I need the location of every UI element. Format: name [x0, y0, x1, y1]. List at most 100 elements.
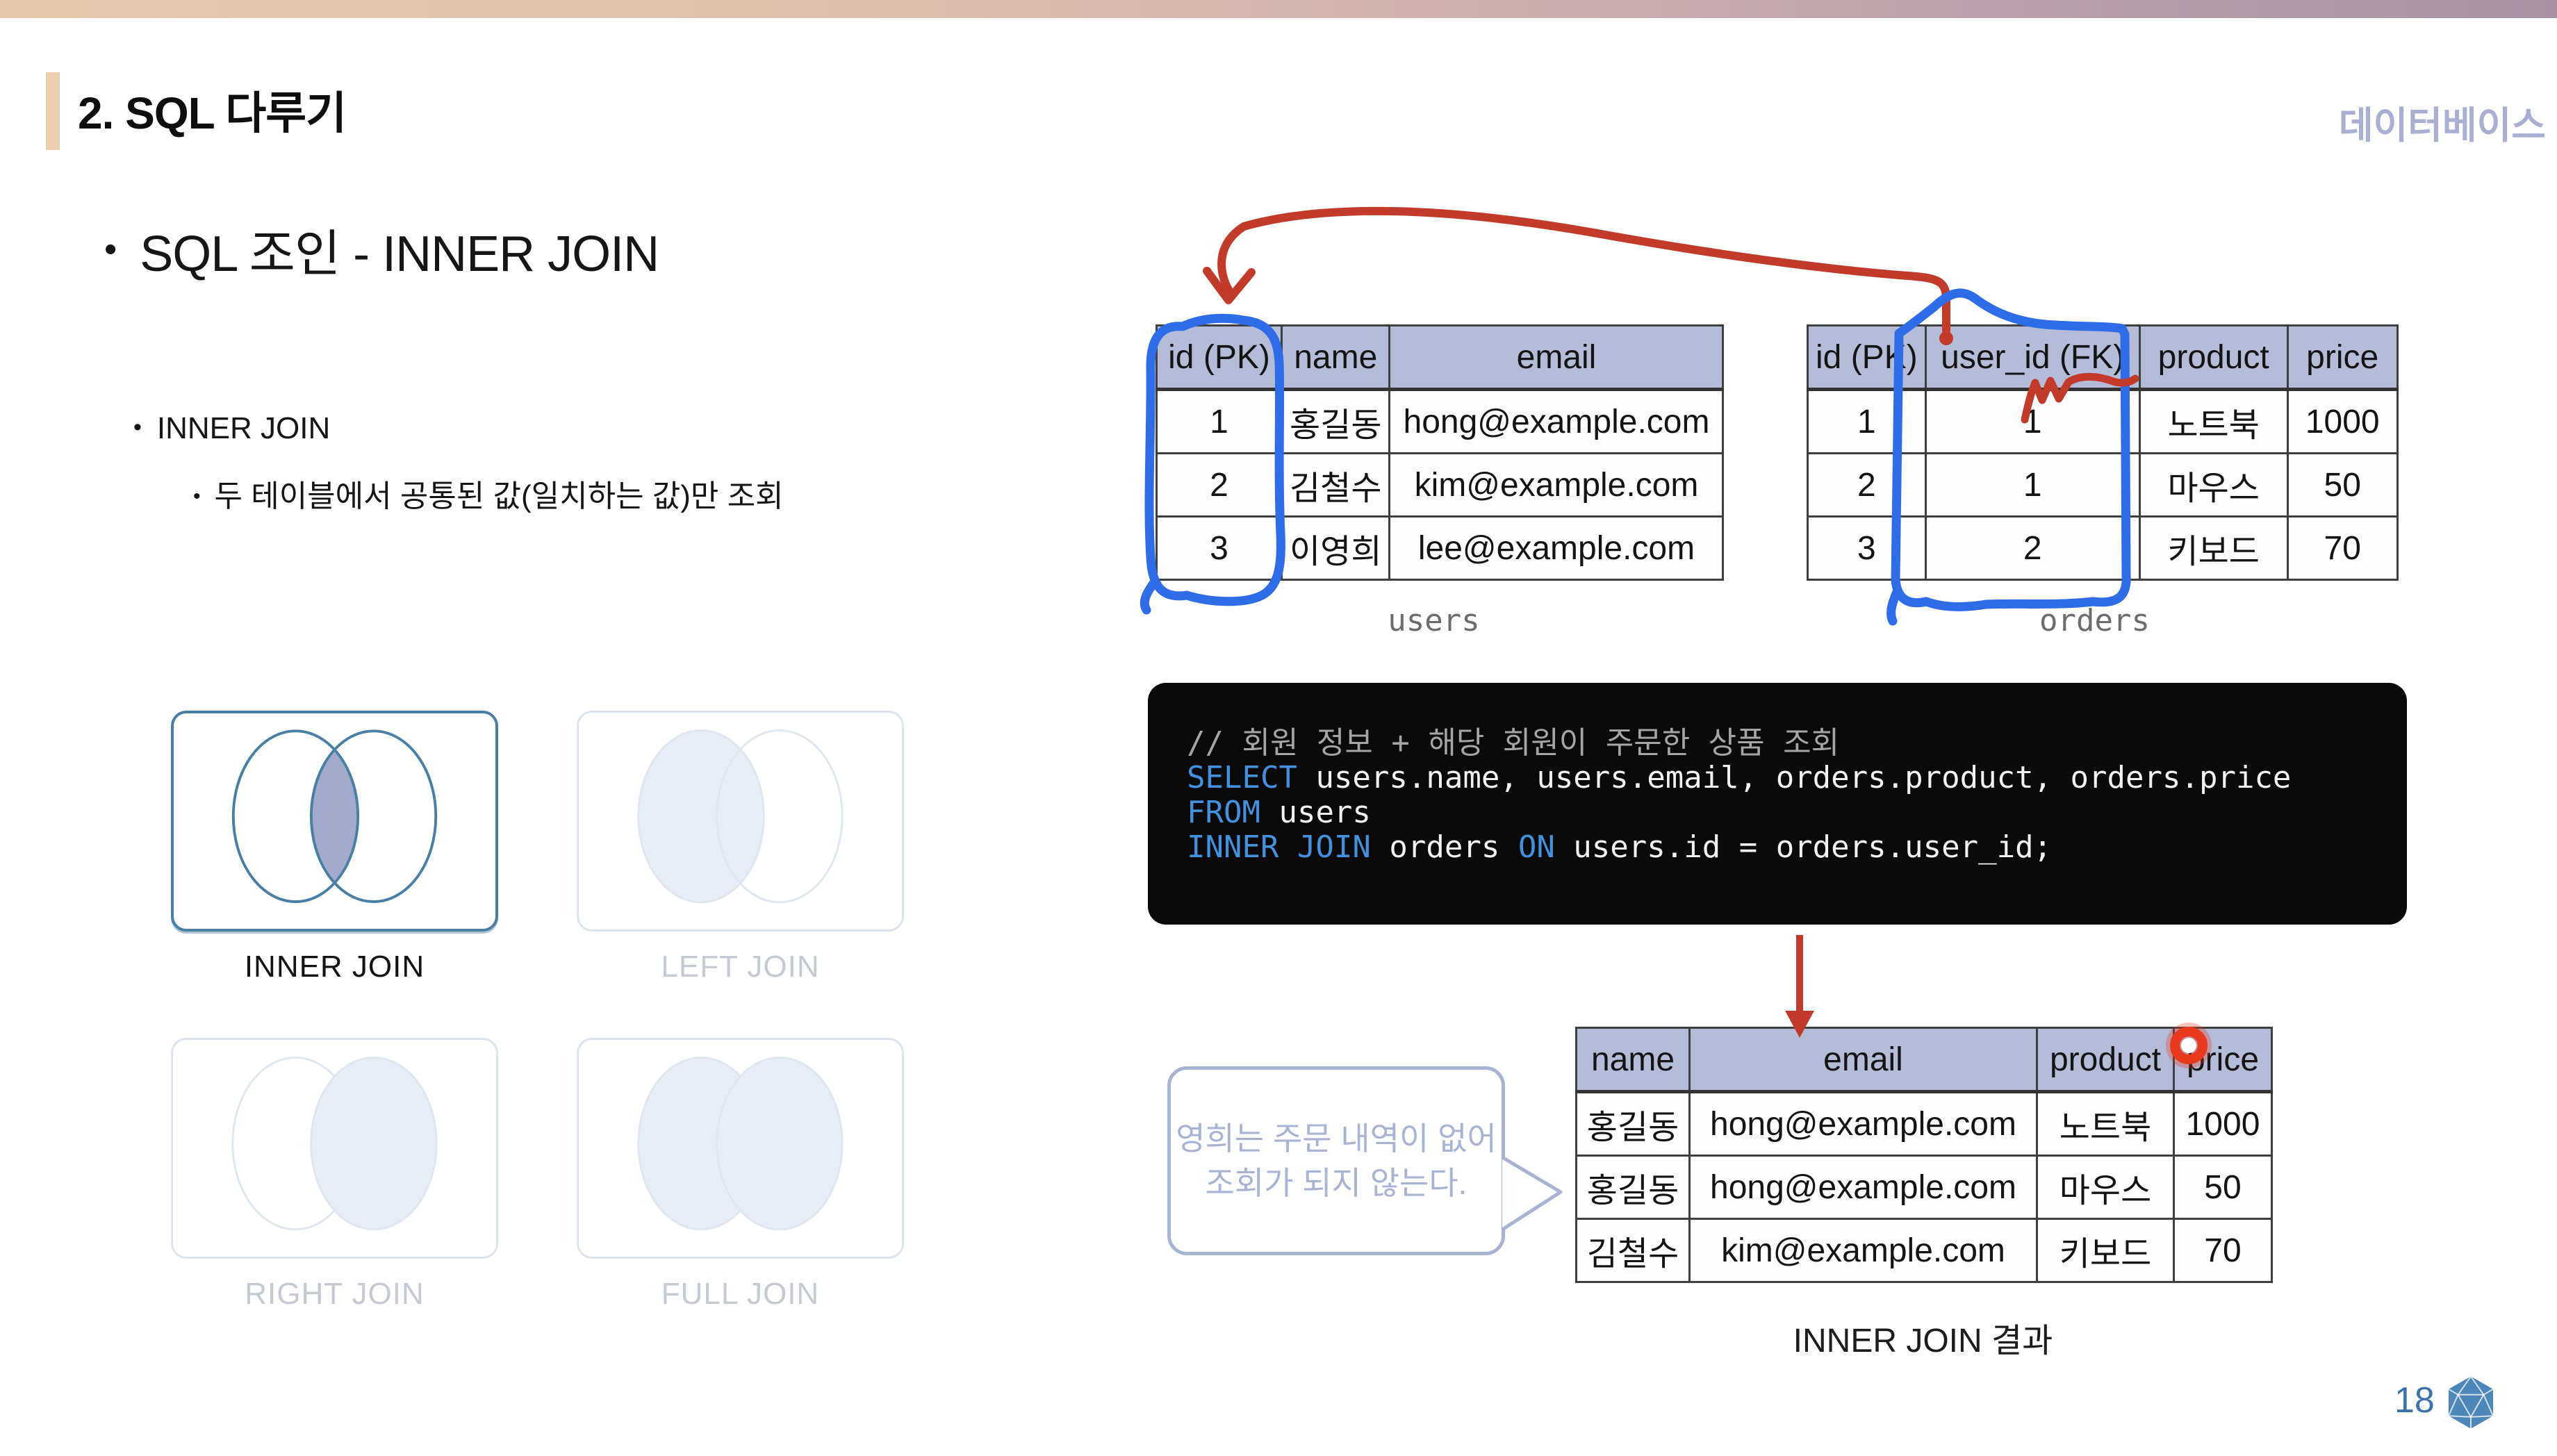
table-cell: 70: [2173, 1218, 2273, 1283]
venn-icon: [637, 729, 844, 904]
venn-icon: [231, 729, 438, 903]
table-cell: 1: [1924, 452, 2141, 518]
code-token-plain: users.name, users.email, orders.product,…: [1297, 760, 2292, 795]
speech-bubble-line2: 조회가 되지 않는다.: [1205, 1165, 1467, 1201]
red-arrow-annotation: [1203, 206, 1950, 335]
table-cell: 홍길동: [1575, 1091, 1691, 1157]
join-card-label: INNER JOIN: [244, 950, 425, 984]
table-cell: kim@example.com: [1688, 1218, 2038, 1283]
column-header: price: [2286, 324, 2399, 391]
column-header: id (PK): [1156, 324, 1283, 391]
join-card-label: LEFT JOIN: [661, 950, 820, 984]
table-cell: 김철수: [1575, 1218, 1691, 1283]
code-token-keyword: INNER JOIN: [1187, 829, 1371, 865]
code-token-keyword: ON: [1518, 829, 1555, 865]
table-cell: 홍길동: [1575, 1155, 1691, 1220]
table-cell: 키보드: [2036, 1218, 2175, 1283]
code-line: FROM users: [1187, 795, 2379, 830]
code-token-plain: users.id = orders.user_id;: [1554, 829, 2053, 865]
column-header: email: [1688, 1027, 2038, 1093]
users-table-caption: users: [1388, 603, 1480, 638]
course-label: 데이터베이스: [2338, 105, 2546, 147]
red-down-arrow: [1785, 935, 1814, 1038]
table-cell: 마우스: [2138, 452, 2289, 518]
join-card-inner: INNER JOIN: [171, 711, 498, 984]
table-cell: 3: [1156, 515, 1283, 581]
join-card-right: RIGHT JOIN: [171, 1038, 498, 1312]
join-card-label: FULL JOIN: [661, 1277, 820, 1311]
table-cell: 50: [2286, 452, 2399, 518]
main-bullet: SQL 조인 - INNER JOIN: [104, 213, 659, 286]
table-cell: 홍길동: [1280, 388, 1391, 454]
table-cell: 1: [1156, 388, 1283, 454]
title-accent-bar: [46, 72, 60, 150]
code-token-keyword: FROM: [1187, 795, 1260, 830]
table-cell: 2: [1807, 452, 1927, 518]
section-title: 2. SQL 다루기: [78, 88, 347, 138]
speech-bubble-line1: 영희는 주문 내역이 없어: [1176, 1120, 1497, 1157]
column-header: name: [1575, 1027, 1691, 1093]
left-join-venn-diagram: [577, 711, 904, 932]
venn-icon: [637, 1057, 844, 1231]
table-cell: 3: [1807, 515, 1927, 581]
table-cell: hong@example.com: [1688, 1091, 2038, 1157]
column-header: user_id (FK): [1924, 324, 2141, 391]
code-token-comment: // 회원 정보 + 해당 회원이 주문한 상품 조회: [1187, 725, 1840, 761]
full-join-venn-diagram: [577, 1038, 904, 1259]
table-cell: 김철수: [1280, 452, 1391, 518]
join-card-full: FULL JOIN: [577, 1038, 904, 1312]
column-header: product: [2036, 1027, 2175, 1093]
page-number: 18: [2394, 1380, 2435, 1421]
code-line: INNER JOIN orders ON users.id = orders.u…: [1187, 830, 2379, 865]
venn-icon: [231, 1057, 438, 1231]
table-cell: 1: [1807, 388, 1927, 454]
join-card-left: LEFT JOIN: [577, 711, 904, 984]
table-cell: hong@example.com: [1388, 388, 1725, 454]
table-cell: 이영희: [1280, 515, 1391, 581]
code-token-plain: users: [1260, 795, 1371, 830]
table-cell: hong@example.com: [1688, 1155, 2038, 1220]
column-header: price: [2173, 1027, 2273, 1093]
column-header: name: [1280, 324, 1391, 391]
inner-join-venn-diagram: [171, 711, 498, 932]
speech-bubble: 영희는 주문 내역이 없어 조회가 되지 않는다.: [1167, 1066, 1505, 1255]
table-cell: 70: [2286, 515, 2399, 581]
right-join-venn-diagram: [171, 1038, 498, 1259]
table-cell: 노트북: [2036, 1091, 2175, 1157]
code-token-plain: orders: [1370, 829, 1518, 865]
table-cell: 50: [2173, 1155, 2273, 1220]
column-header: id (PK): [1807, 324, 1927, 391]
code-token-keyword: SELECT: [1187, 760, 1297, 795]
table-cell: 1000: [2173, 1091, 2273, 1157]
table-cell: 2: [1924, 515, 2141, 581]
code-line: SELECT users.name, users.email, orders.p…: [1187, 761, 2379, 795]
table-cell: 키보드: [2138, 515, 2289, 581]
table-cell: 마우스: [2036, 1155, 2175, 1220]
table-cell: kim@example.com: [1388, 452, 1725, 518]
table-cell: 1: [1924, 388, 2141, 454]
polyhedron-logo-icon: [2448, 1375, 2494, 1429]
table-cell: 노트북: [2138, 388, 2289, 454]
sub-sub-bullet: 두 테이블에서 공통된 값(일치하는 값)만 조회: [193, 471, 784, 515]
result-table-caption: INNER JOIN 결과: [1793, 1323, 2053, 1359]
join-card-label: RIGHT JOIN: [245, 1277, 425, 1311]
table-cell: 1000: [2286, 388, 2399, 454]
code-line: // 회원 정보 + 해당 회원이 주문한 상품 조회: [1187, 726, 2379, 761]
column-header: email: [1388, 324, 1725, 391]
table-cell: lee@example.com: [1388, 515, 1725, 581]
top-gradient-bar: [0, 0, 2557, 18]
